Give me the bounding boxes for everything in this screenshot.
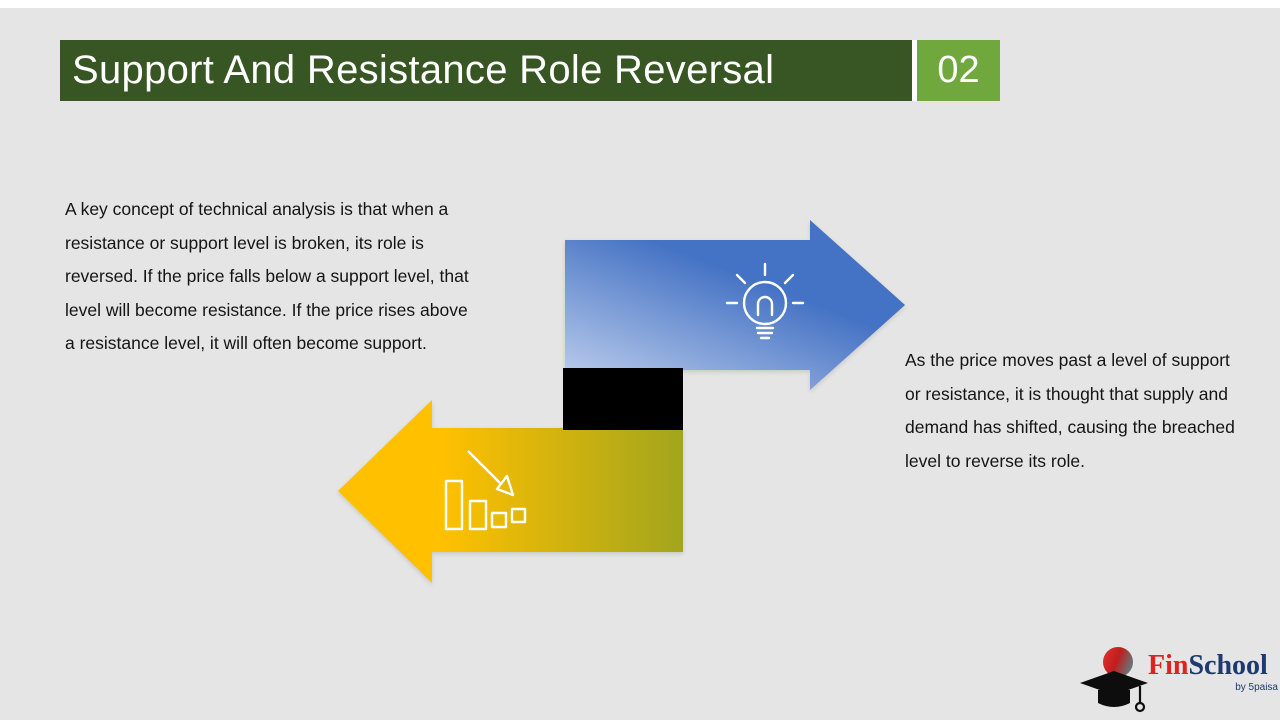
blue-right-arrow [565,220,905,390]
title-bar-divider [912,40,917,101]
lightbulb-icon [725,262,805,340]
right-paragraph: As the price moves past a level of suppo… [905,350,1235,471]
title-bar: Support And Resistance Role Reversal 02 [60,40,1000,101]
title-bar-background: Support And Resistance Role Reversal [60,40,912,101]
declining-chart-icon [444,450,527,531]
globe-icon [1103,647,1133,677]
yellow-left-arrow [338,400,683,583]
top-strip [0,0,1280,8]
slide-number: 02 [937,49,980,91]
yellow-arrow-shape [338,400,683,583]
logo-fin: Fin [1148,650,1189,681]
graduation-cap-icon [1080,647,1148,713]
finschool-logo: FinSchool by 5paisa [1072,645,1280,720]
left-paragraph: A key concept of technical analysis is t… [65,199,469,353]
logo-byline: by 5paisa [1235,682,1278,693]
slide-number-badge: 02 [917,40,1000,101]
logo-wordmark: FinSchool [1148,651,1268,681]
logo-school: School [1188,650,1268,681]
black-rectangle [563,368,683,430]
blue-arrow-shape [565,220,905,390]
slide-title: Support And Resistance Role Reversal [72,48,775,92]
